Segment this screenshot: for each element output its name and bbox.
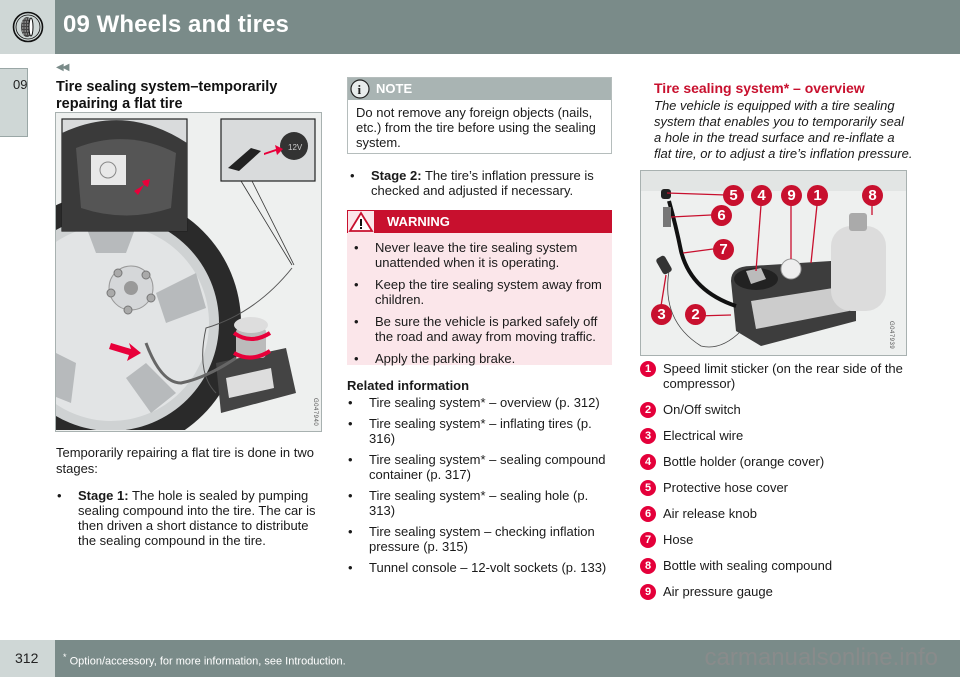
legend-item: 9 Air pressure gauge — [640, 584, 915, 600]
legend-number: 3 — [640, 428, 656, 444]
svg-text:12V: 12V — [288, 143, 303, 152]
power-socket-inset — [220, 118, 316, 182]
legend-item: 4 Bottle holder (orange cover) — [640, 454, 915, 470]
callout-7: 7 — [713, 239, 734, 260]
legend-text: Electrical wire — [663, 428, 744, 443]
stage-1-text: The hole is sealed by pumping sealing co… — [78, 488, 316, 548]
chapter-number: 09 — [13, 77, 28, 92]
footnote-text: Option/accessory, for more information, … — [66, 655, 346, 668]
related-link[interactable]: Tire sealing system* – inflating tires (… — [347, 416, 615, 446]
legend-number: 5 — [640, 480, 656, 496]
warning-item: Keep the tire sealing system away from c… — [349, 277, 611, 307]
legend-number: 2 — [640, 402, 656, 418]
figure-tire-sealing-kit: 5 4 9 1 8 6 7 3 2 G047939 — [640, 170, 907, 356]
related-link[interactable]: Tire sealing system* – sealing compound … — [347, 452, 615, 482]
figure-code: G047940 — [312, 398, 318, 427]
info-icon: i — [350, 79, 370, 99]
figure-temporary-repair: 12V G047940 — [0, 112, 322, 453]
legend-item: 7 Hose — [640, 532, 915, 548]
stage-2-label: Stage 2: — [371, 168, 422, 183]
warning-title: WARNING — [387, 214, 450, 229]
legend-number: 7 — [640, 532, 656, 548]
footer-bar: * Option/accessory, for more information… — [55, 640, 960, 677]
note-title: NOTE — [376, 81, 413, 96]
legend-item: 6 Air release knob — [640, 506, 915, 522]
sealant-bottle-shape — [831, 226, 886, 311]
note-text: Do not remove any foreign objects (nails… — [356, 105, 596, 150]
legend-text: Protective hose cover — [663, 480, 789, 495]
legend-item: 2 On/Off switch — [640, 402, 915, 418]
section-title-overview: Tire sealing system* – overview — [654, 80, 865, 96]
footnote-asterisk: * — [63, 652, 67, 662]
related-link[interactable]: Tunnel console – 12-volt sockets (p. 133… — [347, 560, 615, 575]
stage-2-text: The tire’s inflation pressure is checked… — [371, 168, 594, 198]
legend-text: Bottle with sealing compound — [663, 558, 833, 573]
legend-number: 9 — [640, 584, 656, 600]
legend-text: Hose — [663, 532, 694, 547]
warning-item: Never leave the tire sealing system unat… — [349, 240, 611, 270]
callout-6: 6 — [711, 205, 732, 226]
callout-9: 9 — [781, 185, 802, 206]
stage-1-item: Stage 1: The hole is sealed by pumping s… — [56, 488, 326, 548]
page-number-panel: 312 — [0, 640, 55, 677]
legend-item: 5 Protective hose cover — [640, 480, 915, 496]
page-number: 312 — [15, 650, 39, 666]
legend-item: 1 Speed limit sticker (on the rear side o… — [640, 361, 915, 391]
double-chevron-left-icon[interactable]: ◀◀ — [56, 62, 69, 73]
callout-1: 1 — [807, 185, 828, 206]
callout-3: 3 — [651, 304, 672, 325]
kit-illustration — [641, 171, 906, 348]
related-link[interactable]: Tire sealing system* – sealing hole (p. … — [347, 488, 615, 518]
callout-5: 5 — [723, 185, 744, 206]
note-header: i NOTE — [348, 78, 611, 100]
section-title-temporary-repair: Tire sealing system–temporarily repairin… — [56, 79, 278, 112]
stage-1-label: Stage 1: — [78, 488, 129, 503]
chapter-side-tab[interactable]: 09 — [0, 68, 28, 137]
stage-1-list: Stage 1: The hole is sealed by pumping s… — [56, 488, 326, 556]
callout-8: 8 — [862, 185, 883, 206]
warning-list: Never leave the tire sealing system unat… — [349, 240, 611, 373]
legend-text: Bottle holder (orange cover) — [663, 454, 825, 469]
legend-number: 8 — [640, 558, 656, 574]
callout-2: 2 — [685, 304, 706, 325]
svg-text:i: i — [358, 82, 362, 97]
related-information-heading: Related information — [347, 378, 470, 393]
legend-item: 8 Bottle with sealing compound — [640, 558, 915, 574]
legend-text: Speed limit sticker (on the rear side of… — [663, 361, 903, 391]
legend-item: 3 Electrical wire — [640, 428, 915, 444]
legend-text: Air release knob — [663, 506, 757, 521]
stage-2-item: Stage 2: The tire’s inflation pressure i… — [349, 168, 614, 198]
legend-text: On/Off switch — [663, 402, 741, 417]
related-link[interactable]: Tire sealing system* – overview (p. 312) — [347, 395, 615, 410]
tire-icon — [12, 11, 44, 43]
warning-header: WARNING — [347, 210, 612, 233]
stage-2-list: Stage 2: The tire’s inflation pressure i… — [349, 168, 614, 206]
chapter-icon-panel — [0, 0, 55, 54]
repair-illustration: 12V — [0, 118, 316, 453]
legend-text: Air pressure gauge — [663, 584, 773, 599]
footnote: * Option/accessory, for more information… — [63, 652, 346, 668]
legend-number: 1 — [640, 361, 656, 377]
overview-lead-text: The vehicle is equipped with a tire seal… — [654, 98, 913, 161]
intro-paragraph: Temporarily repairing a flat tire is don… — [56, 445, 314, 476]
warning-triangle-icon — [348, 211, 374, 233]
chapter-title: 09 Wheels and tires — [63, 11, 289, 38]
callout-4: 4 — [751, 185, 772, 206]
figure-code: G047939 — [888, 321, 894, 350]
related-link[interactable]: Tire sealing system – checking inflation… — [347, 524, 615, 554]
legend-number: 4 — [640, 454, 656, 470]
legend-number: 6 — [640, 506, 656, 522]
note-box: i NOTE Do not remove any foreign objects… — [347, 77, 612, 154]
chapter-header: 09 Wheels and tires — [55, 0, 960, 54]
warning-item: Be sure the vehicle is parked safely off… — [349, 314, 611, 344]
watermark: carmanualsonline.info — [704, 644, 938, 671]
warning-box: WARNING Never leave the tire sealing sys… — [347, 210, 612, 366]
warning-item: Apply the parking brake. — [349, 351, 611, 366]
component-legend: 1 Speed limit sticker (on the rear side o… — [640, 361, 915, 610]
related-information-list: Tire sealing system* – overview (p. 312)… — [347, 395, 615, 581]
